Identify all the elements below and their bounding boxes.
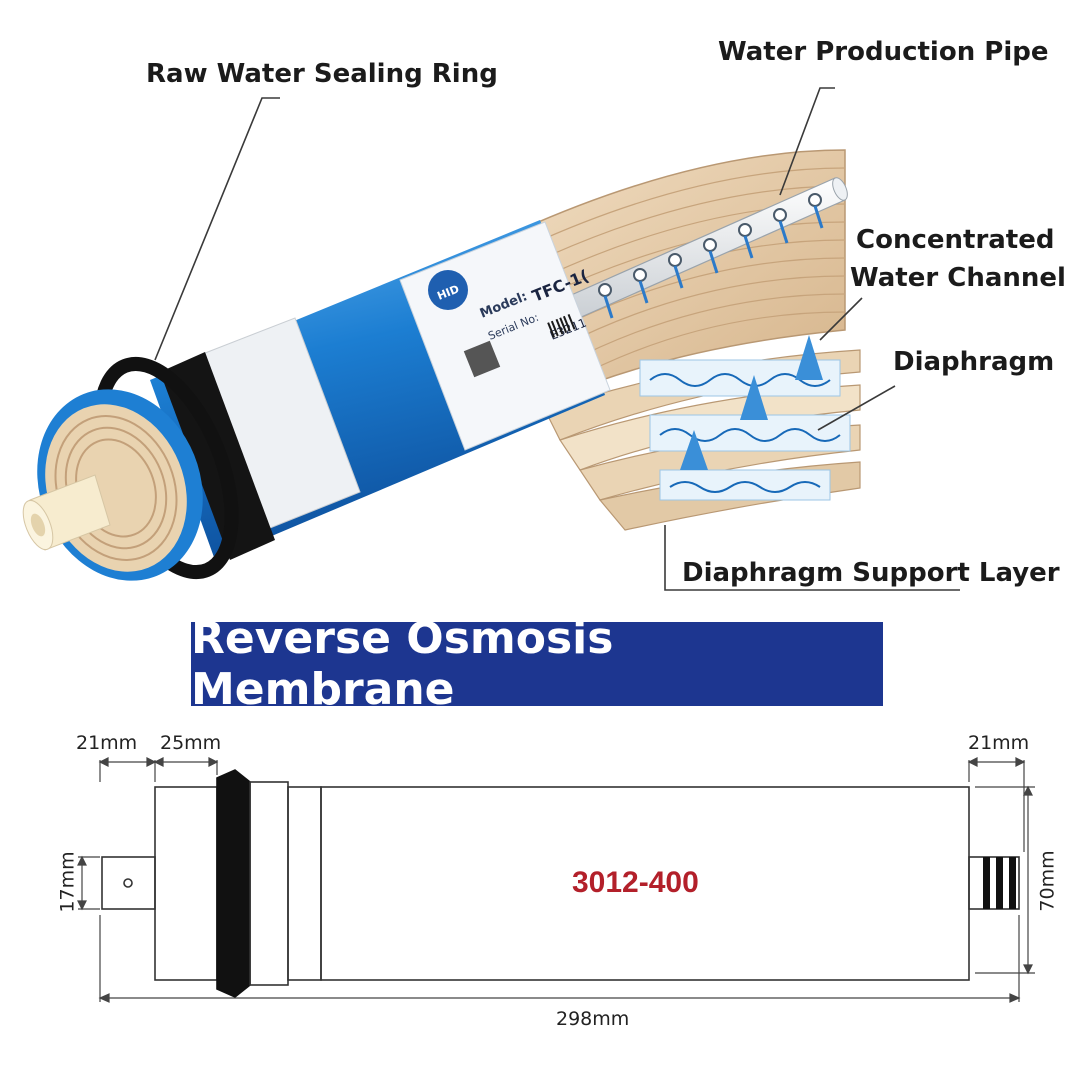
- page-title: Reverse Osmosis Membrane: [191, 613, 614, 715]
- dim-total-length: 298mm: [556, 1008, 630, 1030]
- title-banner: Reverse Osmosis Membrane: [191, 613, 883, 715]
- dim-right-end: 21mm: [968, 732, 1030, 754]
- dim-ring: 25mm: [160, 732, 222, 754]
- callout-concentrated-line2: Water Channel: [850, 263, 1066, 293]
- callout-raw-water-sealing-ring: Raw Water Sealing Ring: [146, 59, 498, 89]
- dim-pipe-diameter: 17mm: [56, 851, 79, 913]
- dim-body-diameter: 70mm: [1036, 850, 1059, 912]
- water-production-pipe-drawing: [559, 177, 848, 323]
- water-flow-panels: [639, 335, 851, 501]
- callout-leader-lines: [154, 87, 960, 591]
- callout-diaphragm-support-layer: Diaphragm Support Layer: [682, 558, 1060, 588]
- membrane-body: HID Model: TFC-1( Serial No: E3211: [22, 220, 611, 581]
- callout-water-production-pipe: Water Production Pipe: [718, 37, 1049, 67]
- membrane-illustration: HID Model: TFC-1( Serial No: E3211: [22, 87, 960, 591]
- callout-diaphragm: Diaphragm: [893, 347, 1055, 377]
- model-code: 3012-400: [572, 866, 699, 899]
- dim-left-end: 21mm: [76, 732, 138, 754]
- callout-concentrated-line1: Concentrated: [856, 225, 1055, 255]
- left-pipe-outline: [101, 856, 156, 910]
